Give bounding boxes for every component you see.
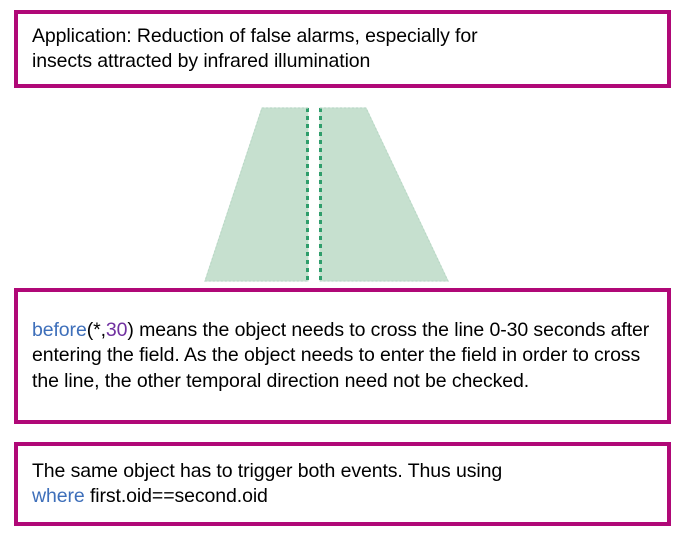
application-text-block: Application: Reduction of false alarms, … bbox=[32, 24, 478, 75]
before-number: 30 bbox=[105, 318, 128, 341]
callout-where: The same object has to trigger both even… bbox=[14, 442, 671, 526]
callout-application: Application: Reduction of false alarms, … bbox=[14, 10, 671, 88]
where-keyword: where bbox=[32, 485, 85, 507]
before-description: means the object needs to cross the line… bbox=[32, 318, 650, 392]
before-keyword: before bbox=[32, 318, 87, 341]
callout-before: before(*,30) means the object needs to c… bbox=[14, 288, 671, 424]
where-text-block: The same object has to trigger both even… bbox=[32, 459, 502, 510]
where-expression: first.oid==second.oid bbox=[89, 485, 268, 507]
field-diagram bbox=[180, 100, 480, 290]
field-left-outline bbox=[204, 107, 308, 282]
before-open-paren: (*, bbox=[86, 318, 106, 341]
where-line-1: The same object has to trigger both even… bbox=[32, 459, 503, 482]
before-close-paren: ) bbox=[127, 318, 134, 341]
application-line-2: insects attracted by infrared illuminati… bbox=[32, 50, 371, 72]
field-right-outline bbox=[320, 107, 449, 282]
before-text-block: before(*,30) means the object needs to c… bbox=[32, 318, 655, 394]
field-right-half-shape bbox=[319, 107, 449, 282]
field-left-half-shape bbox=[204, 107, 309, 282]
application-line-1: Application: Reduction of false alarms, … bbox=[32, 24, 478, 47]
field-diagram-svg bbox=[204, 107, 449, 282]
